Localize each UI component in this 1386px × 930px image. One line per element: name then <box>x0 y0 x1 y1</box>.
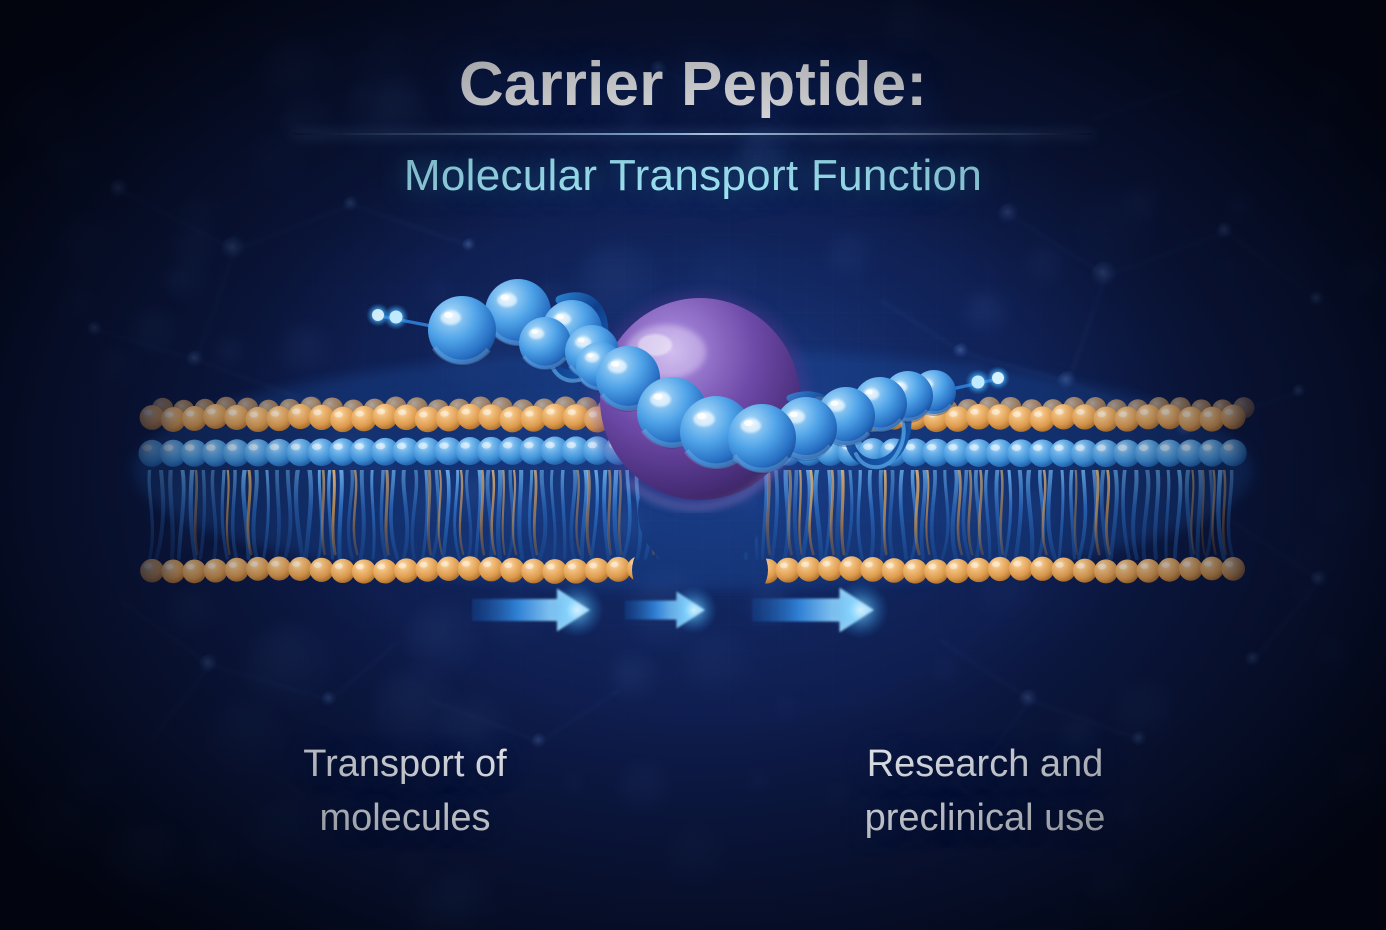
header-block: Carrier Peptide: Molecular Transport Fun… <box>0 52 1386 201</box>
title-divider <box>293 133 1093 136</box>
page-title: Carrier Peptide: <box>458 50 928 119</box>
page-subtitle: Molecular Transport Function <box>403 151 983 201</box>
caption-transport-of-molecules: Transport of molecules <box>303 743 507 839</box>
caption-research-and-preclinical-use: Research and preclinical use <box>864 743 1106 839</box>
